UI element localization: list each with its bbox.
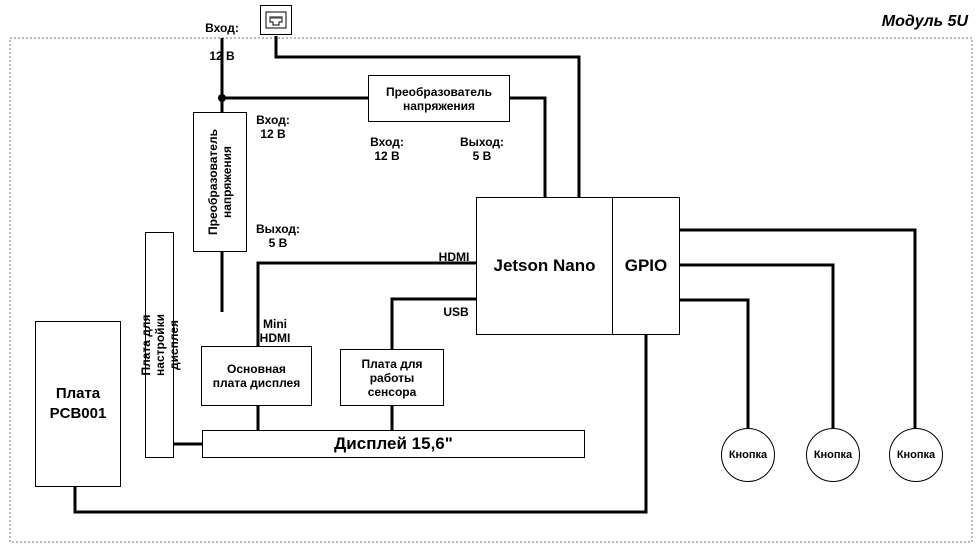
button-1: Кнопка [721,428,775,482]
settings-board: Плата для настройки дисплея [139,232,181,458]
input-label-line1: Вход: [205,21,239,35]
wire-pcb-to-gpio [73,335,648,514]
wire-hdmi [256,261,476,346]
jetson-label: Jetson Nano [493,256,596,275]
usb-label: USB [443,305,469,319]
gpio-block: GPIO [612,197,680,335]
converter-horizontal: Преобразователь напряжения [368,75,510,122]
gpio-label: GPIO [624,256,668,275]
wire-usb [390,297,476,349]
ethernet-port-icon [260,5,292,35]
converter-horizontal-output: Выход: 5 В [459,135,505,163]
button-3-label: Кнопка [896,449,936,461]
input-12v-label: Вход: 12 В [196,7,248,77]
converter-vertical-label: Преобразователь напряжения [206,129,234,235]
jetson-nano: Jetson Nano [476,197,613,335]
pcb-board: Плата PCB001 [35,321,121,487]
pcb-board-label: Плата PCB001 [49,385,107,422]
ethernet-port-glyph [265,11,287,29]
settings-board-label: Плата для настройки дисплея [138,314,181,376]
wire-gpio-button-2 [680,263,835,428]
input-label-line2: 12 В [209,49,235,63]
main-display-board: Основная плата дисплея [201,346,312,406]
button-2: Кнопка [806,428,860,482]
wire-gpio-button-1 [680,298,750,428]
converter-vertical-output: Выход: 5 В [255,222,301,250]
wire-network-cable [274,36,581,197]
mini-hdmi-label: Mini HDMI [259,317,291,345]
wire-gpio-button-3 [680,228,917,428]
sensor-board-label: Плата для работы сенсора [361,356,423,399]
button-2-label: Кнопка [813,449,853,461]
display-label: Дисплей 15,6" [334,434,453,453]
button-1-label: Кнопка [728,449,768,461]
junction-dot [218,94,226,102]
sensor-board: Плата для работы сенсора [340,349,444,406]
converter-vertical: Преобразователь напряжения [193,112,247,252]
module-outline [9,37,973,543]
converter-horizontal-input: Вход: 12 В [370,135,404,163]
converter-vertical-input: Вход: 12 В [256,113,290,141]
button-3: Кнопка [889,428,943,482]
module-title: Модуль 5U [881,13,968,30]
hdmi-label: HDMI [438,250,470,264]
wire-converter-5v-to-jetson [510,96,547,197]
converter-horizontal-label: Преобразователь напряжения [386,84,492,113]
display-15-6: Дисплей 15,6" [202,430,585,458]
main-display-board-label: Основная плата дисплея [212,362,301,390]
